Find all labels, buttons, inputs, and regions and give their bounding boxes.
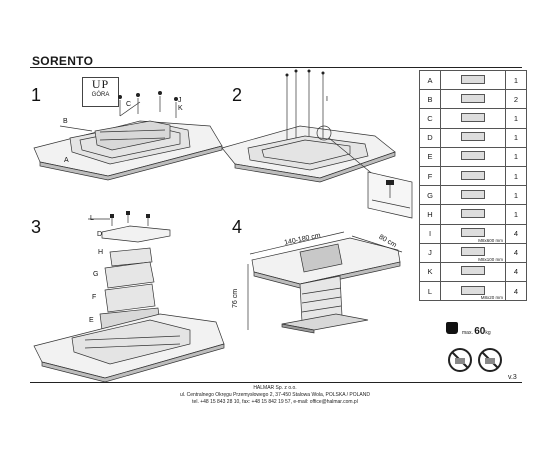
part-quantity: 1 <box>505 69 527 91</box>
part-spec: M8x600 mm <box>478 237 503 243</box>
footer-address: ul. Centralnego Okręgu Przemysłowego 2, … <box>179 392 370 398</box>
part-icon <box>461 93 485 103</box>
max-weight: max. 60kg <box>446 322 491 337</box>
part-quantity: 1 <box>505 108 527 129</box>
label-l: L <box>90 215 94 222</box>
part-icon <box>461 266 485 276</box>
weight-unit: kg <box>485 330 491 336</box>
step-number-3: 3 <box>31 217 42 237</box>
document-title: SORENTO <box>32 54 94 68</box>
label-a: A <box>64 157 69 164</box>
weight-icon <box>446 322 458 334</box>
part-image <box>440 108 506 129</box>
part-icon <box>461 208 485 218</box>
weight-value: 60 <box>474 326 486 337</box>
label-c: C <box>126 101 132 108</box>
part-quantity: 4 <box>505 242 527 263</box>
part-icon <box>461 132 485 142</box>
label-k: K <box>178 105 183 112</box>
part-image <box>440 261 506 283</box>
label-j: J <box>178 97 182 104</box>
part-icon <box>461 74 485 84</box>
up-sublabel: GÓRA <box>91 92 110 98</box>
part-letter: K <box>419 261 441 283</box>
part-quantity: 4 <box>505 261 527 283</box>
no-climbing-icon <box>448 348 472 372</box>
label-i: I <box>326 96 328 103</box>
title-rule <box>30 67 522 68</box>
label-d: D <box>97 231 103 238</box>
part-icon <box>461 228 485 238</box>
up-label: UP <box>91 77 110 91</box>
part-icon <box>461 247 485 257</box>
part-spec: M8x100 mm <box>478 256 503 262</box>
no-sitting-icon <box>478 348 502 372</box>
version-label: v.3 <box>508 374 517 381</box>
label-f: F <box>92 294 97 301</box>
part-icon <box>461 189 485 199</box>
label-h: H <box>98 249 104 256</box>
up-orientation-box: UP GÓRA <box>82 77 119 107</box>
step-number-1: 1 <box>31 85 42 105</box>
part-icon <box>461 285 485 295</box>
label-e: E <box>89 317 94 324</box>
footer-contact: tel. +48 15 843 28 10, fax: +48 15 842 1… <box>192 399 358 405</box>
part-icon <box>461 151 485 161</box>
part-image <box>440 89 506 110</box>
part-image: M8x20 mm <box>440 281 506 302</box>
part-quantity: 4 <box>505 281 527 302</box>
step-number-2: 2 <box>232 85 243 105</box>
label-b: B <box>63 118 68 125</box>
part-image: M8x100 mm <box>440 242 506 263</box>
step-number-4: 4 <box>232 217 243 237</box>
weight-prefix: max. <box>462 330 473 336</box>
part-icon <box>461 112 485 122</box>
footer-company: HALMAR Sp. z o.o. <box>253 385 297 391</box>
part-icon <box>461 170 485 180</box>
part-spec: M8x20 mm <box>480 295 503 301</box>
footer-rule <box>30 382 522 383</box>
label-g: G <box>93 271 99 278</box>
